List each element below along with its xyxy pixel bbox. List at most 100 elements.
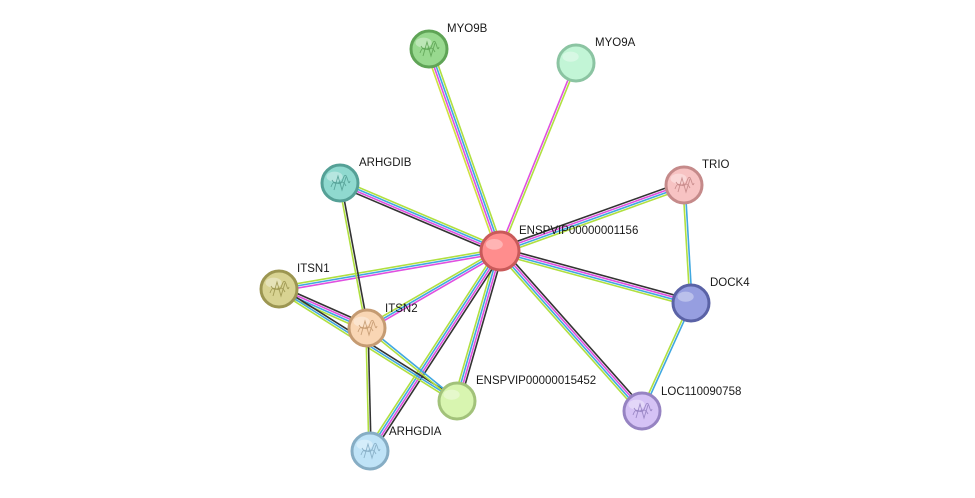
edge-evidence-line bbox=[367, 252, 502, 331]
node-itsn1[interactable]: ITSN1 bbox=[259, 263, 330, 309]
node-label: MYO9B bbox=[447, 23, 488, 35]
node-highlight bbox=[670, 173, 687, 184]
node-circle[interactable] bbox=[437, 381, 477, 421]
edge-evidence-line bbox=[372, 252, 504, 454]
node-label: MYO9A bbox=[595, 37, 636, 49]
edge-center-itsn1 bbox=[278, 248, 501, 292]
node-circle[interactable] bbox=[556, 43, 596, 83]
edge-trio-dock4 bbox=[682, 184, 693, 304]
node-highlight bbox=[628, 399, 645, 410]
node-highlight bbox=[265, 277, 282, 288]
node-loc110090758[interactable]: LOC110090758 bbox=[622, 386, 741, 431]
node-label: LOC110090758 bbox=[661, 386, 741, 398]
edge-evidence-line bbox=[429, 48, 502, 251]
node-highlight bbox=[415, 37, 432, 48]
node-myo9b[interactable]: MYO9B bbox=[409, 23, 488, 69]
node-circle[interactable] bbox=[479, 230, 521, 272]
edge-evidence-line bbox=[340, 179, 502, 249]
edge-evidence-line bbox=[496, 252, 641, 414]
nodes-layer: ENSPVIP00000001156 MYO9B MYO9A ARHGDIB TRIO I… bbox=[259, 23, 750, 471]
node-label: ENSPVIP00000015452 bbox=[476, 375, 596, 387]
edge-itsn2-arhgdia bbox=[365, 327, 372, 452]
edge-evidence-line bbox=[278, 248, 500, 288]
node-arhgdib[interactable]: ARHGDIB bbox=[320, 157, 412, 203]
edge-center-trio bbox=[498, 181, 686, 255]
edge-center-myo9b bbox=[425, 47, 504, 253]
edge-evidence-line bbox=[498, 251, 642, 413]
edge-evidence-line bbox=[368, 249, 500, 451]
edge-evidence-line bbox=[455, 250, 500, 401]
protein-structure-icon bbox=[632, 402, 653, 420]
node-label: ENSPVIP00000001156 bbox=[519, 225, 638, 237]
edge-evidence-line bbox=[340, 182, 369, 328]
edge-evidence-line bbox=[459, 251, 504, 403]
edge-arhgdib-itsn2 bbox=[338, 182, 369, 329]
edge-evidence-line bbox=[340, 181, 501, 251]
protein-structure-icon bbox=[419, 40, 440, 58]
node-label: ITSN2 bbox=[385, 303, 418, 315]
edge-center-dock4 bbox=[498, 247, 693, 307]
node-arhgdia[interactable]: ARHGDIA bbox=[350, 426, 442, 471]
node-trio[interactable]: TRIO bbox=[664, 159, 730, 205]
edge-evidence-line bbox=[279, 252, 501, 292]
node-highlight bbox=[326, 171, 343, 182]
edge-center-arhgdib bbox=[338, 179, 502, 255]
edge-evidence-line bbox=[427, 49, 500, 252]
protein-structure-icon bbox=[357, 319, 378, 337]
edge-evidence-line bbox=[640, 302, 691, 411]
edge-evidence-line bbox=[366, 250, 501, 329]
edge-evidence-line bbox=[499, 183, 684, 251]
edge-evidence-line bbox=[499, 251, 691, 305]
node-enspvip15452[interactable]: ENSPVIP00000015452 bbox=[437, 375, 596, 421]
edge-evidence-line bbox=[365, 328, 370, 452]
node-itsn2[interactable]: ITSN2 bbox=[347, 303, 418, 348]
edge-evidence-line bbox=[498, 62, 576, 251]
edge-evidence-line bbox=[457, 251, 502, 402]
edge-evidence-line bbox=[370, 251, 502, 453]
edge-evidence-line bbox=[684, 184, 693, 303]
protein-structure-icon bbox=[269, 280, 290, 298]
edge-evidence-line bbox=[642, 303, 693, 412]
node-highlight bbox=[485, 239, 503, 250]
edge-evidence-line bbox=[500, 187, 686, 255]
node-dock4[interactable]: DOCK4 bbox=[671, 277, 750, 323]
edge-evidence-line bbox=[431, 47, 504, 251]
edge-evidence-line bbox=[500, 185, 685, 253]
edge-evidence-line bbox=[366, 248, 498, 450]
node-label: DOCK4 bbox=[710, 277, 750, 289]
edge-evidence-line bbox=[338, 185, 500, 255]
edge-evidence-line bbox=[453, 249, 498, 401]
edge-evidence-line bbox=[338, 183, 367, 329]
edge-evidence-line bbox=[500, 63, 578, 252]
edge-dock4-loc110090758 bbox=[640, 302, 693, 412]
node-highlight bbox=[353, 316, 370, 327]
edge-evidence-line bbox=[339, 183, 500, 253]
protein-structure-icon bbox=[360, 442, 381, 460]
edge-evidence-line bbox=[425, 49, 498, 253]
edge-evidence-line bbox=[278, 250, 501, 290]
edge-evidence-line bbox=[501, 248, 646, 410]
node-label: ARHGDIA bbox=[389, 426, 442, 438]
edge-center-myo9a bbox=[498, 62, 578, 252]
protein-structure-icon bbox=[330, 174, 351, 192]
edge-evidence-line bbox=[498, 253, 691, 307]
edge-center-enspvip15452 bbox=[453, 249, 504, 403]
node-highlight bbox=[356, 439, 373, 450]
edge-evidence-line bbox=[500, 247, 693, 301]
node-circle[interactable] bbox=[671, 283, 711, 323]
edges-layer bbox=[277, 47, 693, 454]
protein-structure-icon bbox=[674, 176, 695, 194]
edge-center-loc110090758 bbox=[496, 248, 646, 414]
edge-evidence-line bbox=[365, 248, 500, 327]
edge-evidence-line bbox=[367, 327, 372, 451]
edge-center-itsn2 bbox=[365, 248, 502, 331]
edge-evidence-line bbox=[682, 185, 691, 304]
node-center[interactable]: ENSPVIP00000001156 bbox=[479, 225, 638, 272]
node-highlight bbox=[562, 51, 579, 62]
edge-evidence-line bbox=[500, 249, 692, 303]
node-label: ARHGDIB bbox=[359, 157, 412, 169]
node-myo9a[interactable]: MYO9A bbox=[556, 37, 636, 83]
edge-center-arhgdia bbox=[366, 248, 504, 454]
node-label: ITSN1 bbox=[297, 263, 330, 275]
edge-evidence-line bbox=[500, 249, 644, 411]
